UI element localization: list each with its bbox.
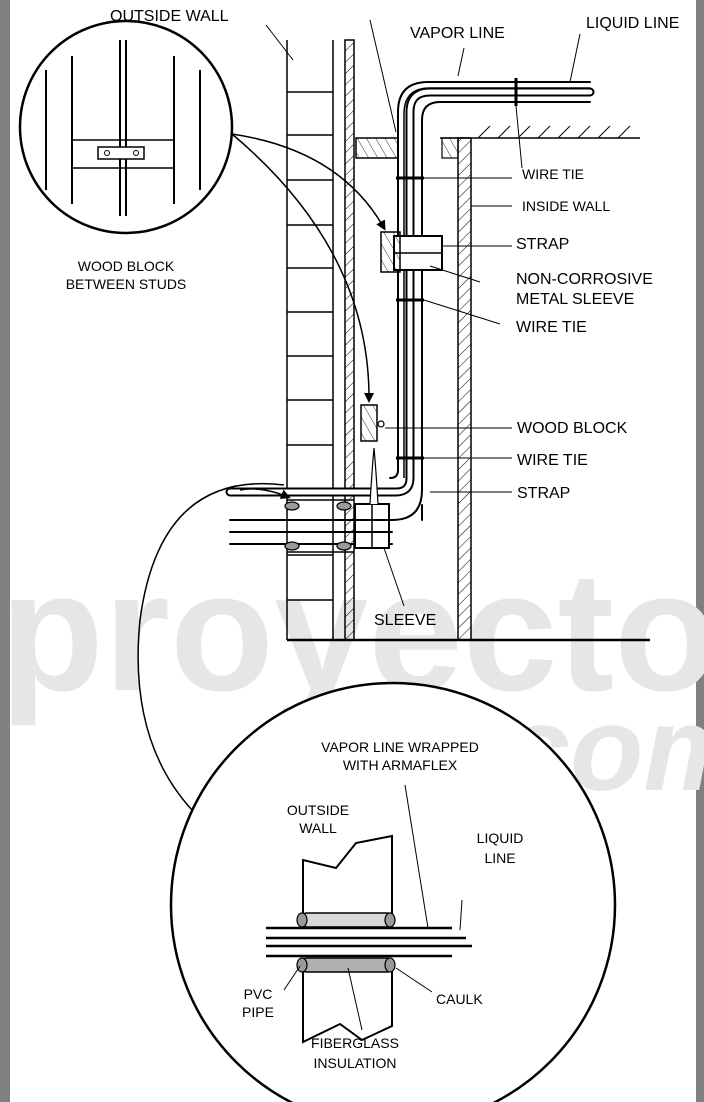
- label-vapor-wrapped: VAPOR LINE WRAPPED: [321, 739, 479, 755]
- label-strap-low: STRAP: [517, 485, 570, 502]
- vapor-line: [225, 87, 595, 497]
- label-detail-pvc: PVC: [244, 986, 273, 1002]
- label-detail-line: LINE: [484, 850, 515, 866]
- label-wood-block: WOOD BLOCK: [517, 420, 628, 437]
- inside-wall: [457, 137, 472, 641]
- arrow-to-wall-gap: [239, 488, 291, 499]
- label-vapor-line: VAPOR LINE: [410, 25, 505, 42]
- arrow-to-lower-block: [231, 133, 375, 403]
- label-inside-wall: INSIDE WALL: [522, 198, 610, 214]
- detail-pvc-bottom: [299, 957, 395, 973]
- label-between-studs: BETWEEN STUDS: [66, 276, 187, 292]
- right-frame-bar: [696, 0, 704, 1102]
- wood-block-upper: [380, 231, 401, 273]
- label-detail-liquid: LIQUID: [477, 830, 524, 846]
- label-detail-fiberglass: FIBERGLASS: [311, 1035, 399, 1051]
- wood-block-detail: [45, 40, 201, 216]
- label-detail-insulation: INSULATION: [314, 1055, 397, 1071]
- label-wire-tie-mid: WIRE TIE: [516, 319, 587, 336]
- vapor-line-outer: [403, 87, 590, 478]
- label-metal-sleeve: METAL SLEEVE: [516, 291, 634, 308]
- label-wire-tie-top: WIRE TIE: [522, 166, 584, 182]
- detail-refrigerant-lines: [266, 926, 472, 958]
- outside-wall: [286, 40, 334, 640]
- detail-wall-lower: [302, 960, 393, 1044]
- detail-screw-left: [104, 150, 110, 156]
- connector-curve: [137, 483, 285, 811]
- label-liquid-line: LIQUID LINE: [586, 15, 679, 32]
- wood-block-lower: [360, 404, 378, 442]
- label-sleeve: SLEEVE: [374, 612, 436, 629]
- attic-wood-block: [355, 137, 399, 159]
- label-detail-outside: OUTSIDE: [287, 802, 349, 818]
- label-non-corrosive: NON-CORROSIVE: [516, 271, 653, 288]
- label-detail-wall: WALL: [299, 820, 337, 836]
- ceiling-hatch: [477, 125, 631, 139]
- label-wood-block-between: WOOD BLOCK: [78, 258, 175, 274]
- label-with-armaflex: WITH ARMAFLEX: [343, 757, 458, 773]
- arrow-to-upper-block: [231, 133, 386, 231]
- detail-pvc-top: [299, 912, 395, 928]
- caulk-beads: [284, 501, 352, 551]
- wire-ties: [396, 78, 518, 460]
- wood-block-screw: [377, 420, 385, 428]
- fiberglass-tail: [369, 447, 379, 505]
- detail-wall-upper: [302, 834, 393, 915]
- leader-lines: [265, 19, 581, 607]
- detail-screw-right: [133, 150, 139, 156]
- label-detail-caulk: CAULK: [436, 991, 483, 1007]
- detail-leader-lines: [283, 784, 463, 1031]
- ceiling-wood-block: [441, 137, 459, 159]
- label-strap-top: STRAP: [516, 236, 569, 253]
- label-wire-tie-low: WIRE TIE: [517, 452, 588, 469]
- label-outside-wall: OUTSIDE WALL: [110, 8, 229, 25]
- label-detail-pipe: PIPE: [242, 1004, 274, 1020]
- left-frame-bar: [0, 0, 10, 1102]
- detail-strap-plate: [97, 146, 145, 160]
- detail-caulk: [296, 912, 396, 973]
